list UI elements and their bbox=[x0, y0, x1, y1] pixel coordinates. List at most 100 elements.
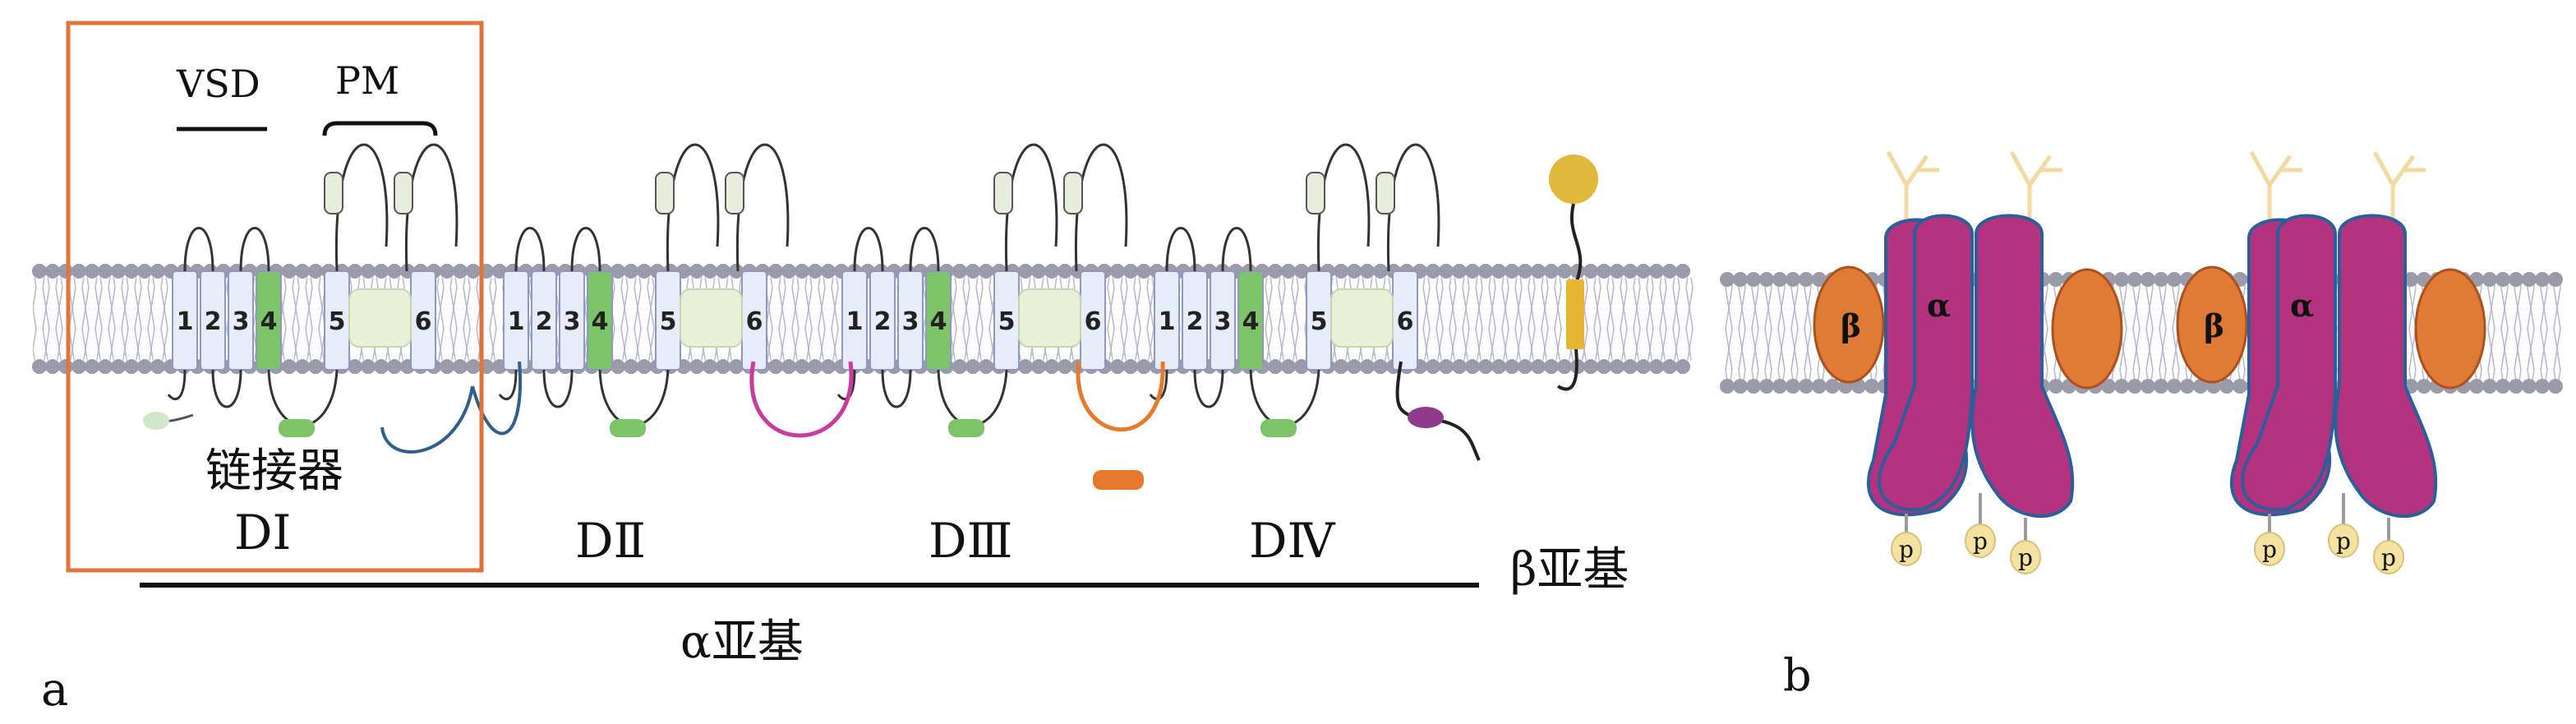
s4-s5-linker bbox=[937, 369, 1008, 427]
lipid-head bbox=[2167, 272, 2182, 287]
segment-loop bbox=[881, 369, 912, 408]
lipid-head bbox=[45, 359, 60, 374]
alpha-letter: α bbox=[1927, 287, 1951, 324]
p-loop-helix bbox=[1063, 172, 1083, 214]
lipid-head bbox=[1452, 359, 1467, 374]
alpha-subunit-label: α亚基 bbox=[680, 616, 804, 669]
lipid-head bbox=[781, 359, 796, 374]
segment-label-s5: 5 bbox=[998, 307, 1016, 336]
lipid-head bbox=[2154, 379, 2168, 394]
lipid-head bbox=[716, 359, 730, 374]
lipid-head bbox=[1373, 359, 1388, 374]
segment-label-s1: 1 bbox=[846, 307, 864, 336]
lipid-head bbox=[1465, 359, 1480, 374]
lipid-head bbox=[1799, 272, 1813, 287]
lipid-head bbox=[440, 359, 454, 374]
segment-label-s5: 5 bbox=[660, 307, 677, 336]
beta-tail bbox=[1556, 348, 1578, 391]
lipid-head bbox=[137, 264, 152, 279]
segment-label-s4: 4 bbox=[930, 307, 947, 336]
linker-d3-d4-motif bbox=[1093, 470, 1144, 490]
lipid-head bbox=[150, 359, 165, 374]
p-loop bbox=[1386, 143, 1440, 272]
beta-extracellular-domain bbox=[1549, 154, 1598, 204]
lipid-head bbox=[2548, 272, 2563, 287]
segment-loop bbox=[239, 227, 270, 272]
segment-label-s2: 2 bbox=[874, 307, 892, 336]
lipid-head bbox=[1544, 264, 1559, 279]
lipid-head bbox=[387, 359, 402, 374]
lipid-head bbox=[624, 264, 638, 279]
p-loop bbox=[334, 143, 389, 272]
lipid-head bbox=[2495, 379, 2510, 394]
segment-label-s4: 4 bbox=[1242, 307, 1260, 336]
lipid-head bbox=[1623, 359, 1638, 374]
beta-subunit-right bbox=[2414, 268, 2486, 390]
lipid-head bbox=[1772, 379, 1787, 394]
lipid-head bbox=[71, 264, 86, 279]
segment-label-s2: 2 bbox=[536, 307, 553, 336]
lipid-head bbox=[768, 264, 783, 279]
lipid-head bbox=[1018, 264, 1033, 279]
lipid-head bbox=[1018, 359, 1033, 374]
lipid-head bbox=[1347, 264, 1362, 279]
pore-region bbox=[680, 288, 743, 348]
lipid-head bbox=[58, 359, 73, 374]
lipid-head bbox=[1136, 359, 1151, 374]
lipid-head bbox=[111, 264, 126, 279]
lipid-head bbox=[637, 359, 652, 374]
lipid-head bbox=[1864, 379, 1879, 394]
lipid-head bbox=[1334, 264, 1348, 279]
segment-label-s4: 4 bbox=[592, 307, 609, 336]
lipid-head bbox=[1360, 359, 1375, 374]
lipid-head bbox=[466, 359, 481, 374]
lipid-head bbox=[2048, 379, 2063, 394]
lipid-head bbox=[348, 359, 362, 374]
segment-loop bbox=[211, 369, 242, 408]
lipid-head bbox=[374, 264, 389, 279]
lipid-head bbox=[2495, 272, 2510, 287]
s4-s5-motif bbox=[1260, 419, 1297, 437]
lipid-head bbox=[1031, 359, 1046, 374]
lipid-head bbox=[1334, 359, 1348, 374]
lipid-head bbox=[2219, 379, 2234, 394]
phospho-2-label: p bbox=[1973, 528, 1988, 555]
glycan bbox=[2372, 150, 2426, 234]
vsd-label: VSD bbox=[176, 62, 260, 106]
beta-subunit-label: β亚基 bbox=[1510, 543, 1629, 597]
lipid-head bbox=[1110, 359, 1125, 374]
segment-label-s2: 2 bbox=[205, 307, 222, 336]
pore-region bbox=[1330, 288, 1394, 348]
alpha-lobe-right bbox=[1970, 214, 2075, 519]
lipid-head bbox=[703, 264, 717, 279]
phospho-2-site bbox=[1965, 523, 1996, 558]
segment-loop bbox=[514, 227, 546, 272]
lipid-head bbox=[282, 264, 297, 279]
lipid-head bbox=[2403, 272, 2418, 287]
lipid-head bbox=[98, 264, 113, 279]
lipid-head bbox=[768, 359, 783, 374]
lipid-head bbox=[729, 264, 744, 279]
lipid-head bbox=[1360, 264, 1375, 279]
lipid-head bbox=[1557, 359, 1572, 374]
lipid-head bbox=[2535, 272, 2550, 287]
lipid-head bbox=[2101, 379, 2116, 394]
lipid-head bbox=[952, 359, 967, 374]
lipid-head bbox=[1465, 264, 1480, 279]
lipid-head bbox=[137, 359, 152, 374]
phospho-3-site bbox=[2010, 540, 2041, 574]
lipid-head bbox=[1759, 379, 1774, 394]
lipid-head bbox=[1281, 359, 1296, 374]
lipid-head bbox=[2233, 379, 2247, 394]
s4-s5-linker bbox=[1249, 369, 1320, 427]
segment-loop bbox=[853, 227, 884, 272]
lipid-head bbox=[1531, 359, 1546, 374]
s4-s5-motif bbox=[279, 419, 315, 437]
s4-s5-linker bbox=[267, 369, 339, 427]
